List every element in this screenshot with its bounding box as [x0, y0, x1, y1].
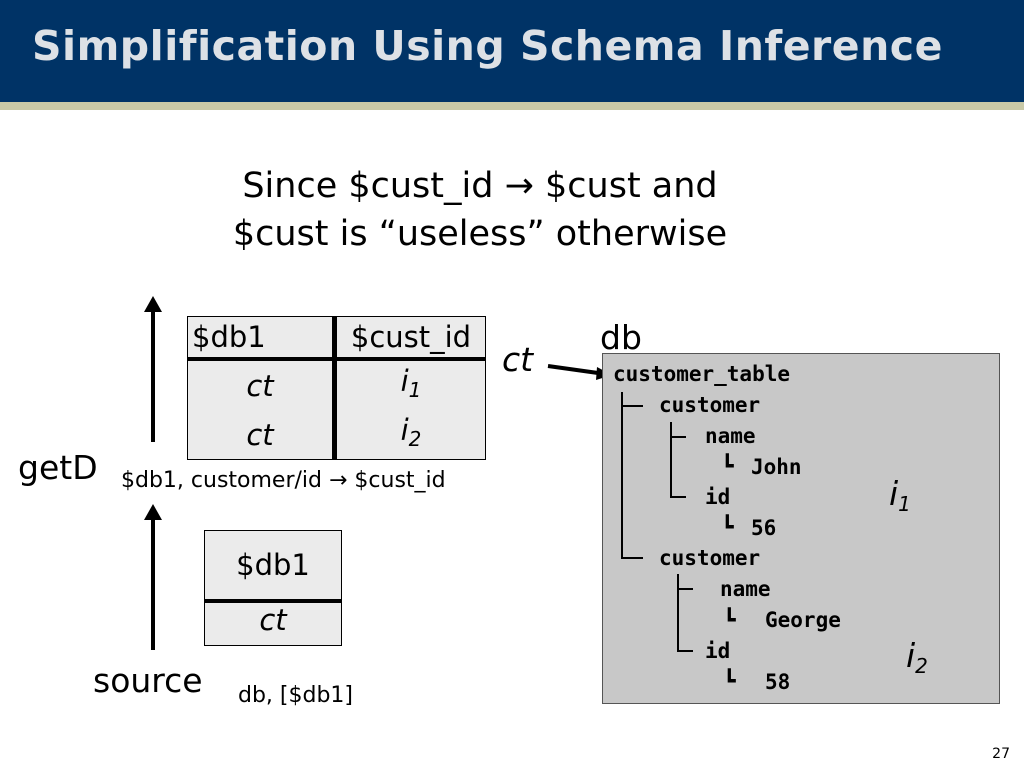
column-header: $db1 — [236, 548, 310, 582]
source-result-table: $db1 ct — [204, 530, 342, 646]
db-tree-box: customer_table customer name ┗ John id ┗… — [602, 353, 1000, 704]
i1-label: i1 — [889, 474, 911, 516]
tree-connector — [670, 422, 672, 496]
getd-output-arrow — [144, 296, 162, 442]
tree-connector — [677, 588, 693, 590]
table-row: ct i2 — [187, 410, 486, 460]
getd-args: $db1, customer/id → $cust_id — [121, 468, 446, 493]
header-bar — [0, 0, 1024, 102]
tree-connector — [621, 392, 623, 558]
source-output-arrow — [144, 504, 162, 650]
tree-node: id — [705, 639, 731, 663]
column-header: $cust_id — [350, 320, 472, 354]
tree-leaf-connector: ┗ — [721, 454, 734, 478]
tree-node: John — [751, 455, 802, 479]
column-header: $db1 — [187, 316, 337, 359]
table-cell: ct — [187, 410, 337, 460]
page-number: 27 — [992, 746, 1010, 762]
tree-leaf-connector: ┗ — [723, 608, 736, 632]
subtitle-line-1: Since $cust_id → $cust and — [242, 166, 718, 206]
source-args: db, [$db1] — [238, 683, 354, 708]
table-cell: i1 — [400, 364, 422, 402]
db-label: db — [600, 318, 642, 357]
getd-result-table: $db1 $cust_id ct i1 ct i2 — [187, 316, 486, 460]
getd-label: getD — [18, 448, 98, 487]
tree-leaf-connector: ┗ — [721, 515, 734, 539]
source-label: source — [93, 661, 203, 700]
subtitle: Since $cust_id → $cust and $cust is “use… — [200, 162, 760, 258]
tree-node: customer — [659, 393, 761, 417]
tree-leaf-connector: ┗ — [723, 669, 736, 693]
tree-connector — [677, 650, 693, 652]
tree-node: customer_table — [613, 362, 791, 386]
tree-node: name — [720, 577, 771, 601]
slide-title: Simplification Using Schema Inference — [32, 22, 943, 70]
tree-node: id — [705, 485, 731, 509]
table-cell: ct — [187, 359, 337, 410]
table-row: ct — [205, 601, 342, 646]
ct-pointer-label: ct — [502, 340, 534, 379]
tree-connector — [670, 436, 686, 438]
table-header-row: $db1 — [204, 531, 342, 601]
tree-node: 56 — [751, 516, 777, 540]
tree-node: George — [765, 608, 841, 632]
header-rule — [0, 102, 1024, 110]
subtitle-line-2: $cust is “useless” otherwise — [232, 214, 728, 254]
tree-connector — [677, 574, 679, 650]
table-header-row: $db1 $cust_id — [187, 316, 486, 359]
tree-node: name — [705, 424, 756, 448]
i2-label: i2 — [906, 636, 928, 678]
tree-connector — [621, 405, 643, 407]
table-cell: i2 — [400, 413, 422, 451]
tree-connector — [621, 557, 643, 559]
table-row: ct i1 — [187, 359, 486, 410]
tree-node: customer — [659, 546, 761, 570]
table-cell: ct — [259, 603, 287, 637]
tree-node: 58 — [765, 670, 791, 694]
tree-connector — [670, 496, 686, 498]
